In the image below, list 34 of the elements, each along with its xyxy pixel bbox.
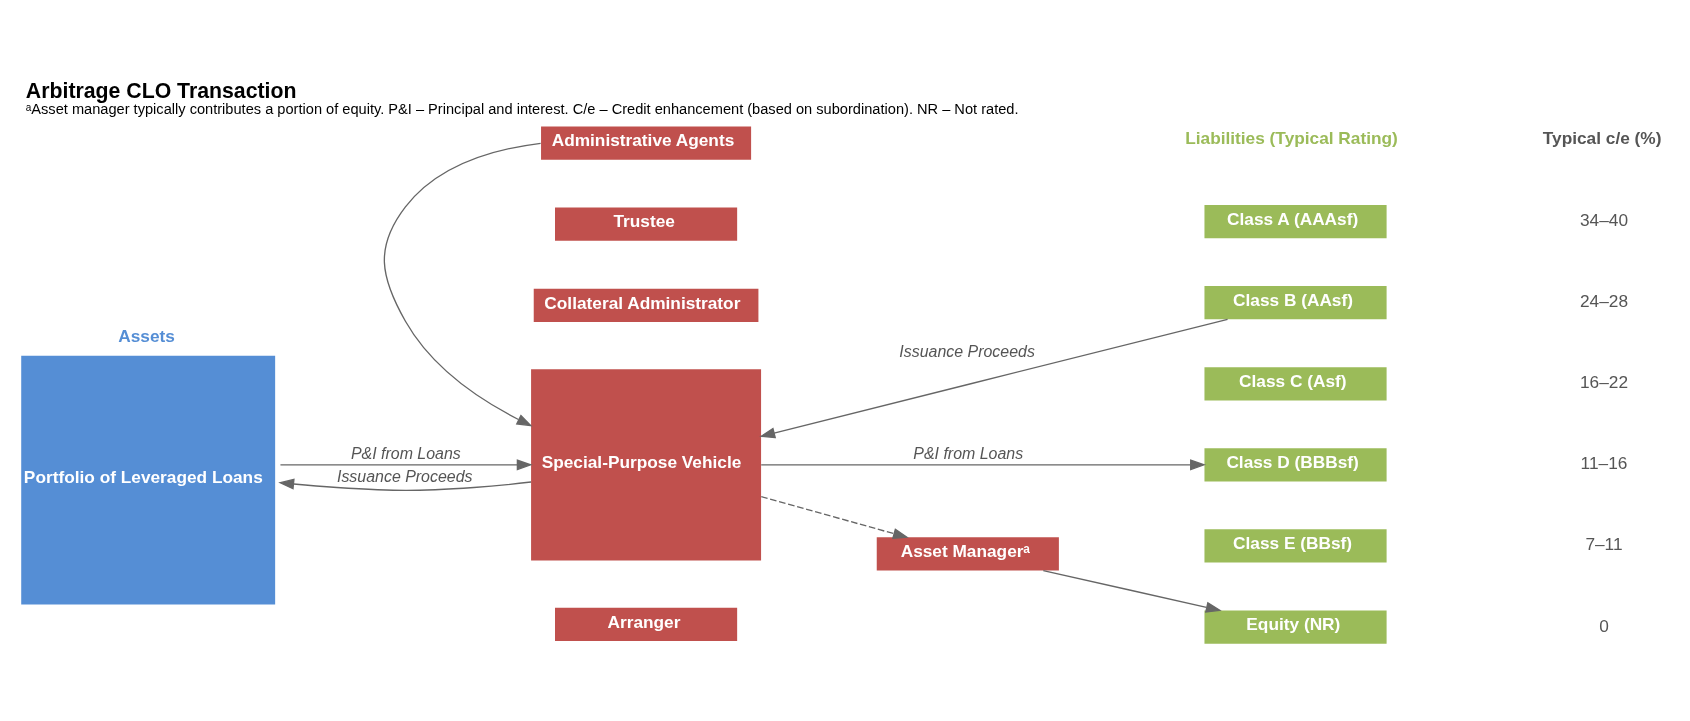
- node-label: Assets: [117, 325, 175, 346]
- label: 11–16: [1580, 453, 1627, 474]
- label: 34–40: [1579, 210, 1628, 231]
- diagram-title: Arbitrage CLO Transaction: [25, 79, 296, 104]
- arrow: [277, 478, 532, 491]
- arrow: [279, 459, 533, 471]
- node-box: Class E (BBsf): [1203, 529, 1387, 563]
- node-box: Trustee: [554, 207, 737, 241]
- node-box: Class D (BBBsf): [1203, 448, 1387, 482]
- node-box: Equity (NR): [1203, 610, 1387, 644]
- arrow: [1042, 569, 1222, 613]
- label: Liabilities (Typical Rating): [1184, 127, 1398, 148]
- arrow: [760, 495, 909, 539]
- node-box: Asset Managerᵃ: [876, 537, 1059, 571]
- edge-label: Issuance Proceeds: [336, 467, 473, 485]
- label: Typical c/e (%): [1542, 127, 1661, 148]
- node-box: Class B (AAsf): [1203, 286, 1387, 320]
- label: 24–28: [1579, 291, 1628, 312]
- edge-label: P&I from Loans: [912, 445, 1023, 463]
- edge-label: P&I from Loans: [350, 445, 461, 463]
- node-box: Class C (Asf): [1203, 367, 1387, 401]
- node-box: Arranger: [554, 607, 737, 641]
- label: 0: [1598, 615, 1609, 636]
- node-box: Special-Purpose Vehicle: [530, 369, 761, 561]
- arrow: [760, 459, 1206, 471]
- arrow: [758, 318, 1228, 439]
- edge-label: Issuance Proceeds: [898, 342, 1035, 360]
- label: 7–11: [1584, 534, 1623, 555]
- node-box: Collateral Administrator: [533, 288, 758, 322]
- node-box: Class A (AAAsf): [1203, 204, 1387, 239]
- label: 16–22: [1579, 372, 1628, 393]
- arrow: [383, 142, 541, 427]
- node-box: Administrative Agents: [540, 126, 751, 160]
- node-box: Portfolio of Leveraged Loans: [20, 355, 275, 605]
